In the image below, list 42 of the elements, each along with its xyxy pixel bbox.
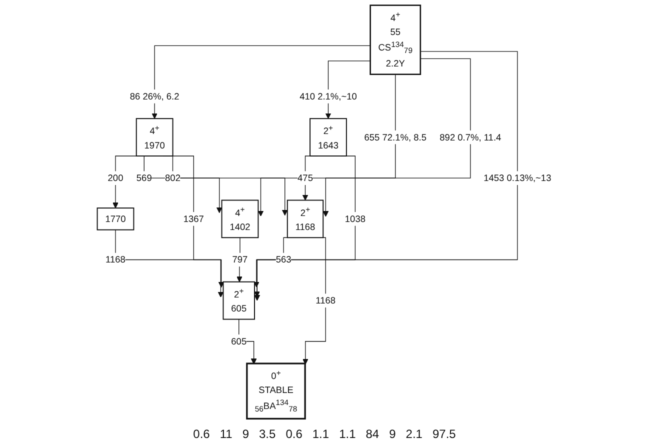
edge-label: 892 0.7%, 11.4	[440, 132, 502, 142]
intensity-label: 97.5	[432, 427, 456, 441]
arrow	[238, 318, 257, 364]
arrow	[258, 74, 396, 216]
arrow	[236, 237, 243, 282]
node-box: 2$^{+}$ 605	[223, 281, 256, 320]
edge-label: 1168	[316, 294, 336, 306]
edge-label: 802	[165, 172, 181, 184]
node-box: 2$^{+}$ 1168	[287, 200, 324, 238]
node-box: 1770	[97, 208, 134, 230]
intensity-label: 0.6	[286, 427, 302, 441]
edge-label: 569	[136, 172, 152, 184]
intensity-label: 9	[242, 427, 249, 441]
edge-label: 1168	[106, 254, 126, 265]
edge-label: 86 26%, 6.2	[130, 90, 180, 102]
edge-label: 797	[232, 254, 248, 265]
arrow	[172, 156, 224, 288]
intensity-label: 3.5	[259, 427, 276, 441]
edge-label: 200	[108, 172, 124, 184]
arrow	[115, 229, 224, 298]
intensity-label: 9	[389, 427, 396, 441]
edge-label: 1453 0.13%,~13	[484, 172, 552, 184]
arrow	[112, 156, 138, 208]
arrow	[254, 51, 518, 301]
arrow	[323, 58, 471, 217]
intensity-label: 1.1	[339, 427, 356, 441]
edge-label: 605	[231, 336, 247, 346]
intensity-label: 11	[220, 427, 232, 441]
edge-label: 1038	[345, 213, 366, 224]
intensity-label: 0.6	[193, 427, 210, 441]
intensity-label: 1.1	[312, 427, 330, 441]
edge-label: 1367	[184, 213, 204, 224]
edge-label: 563	[276, 254, 292, 265]
arrow	[302, 237, 326, 365]
node-box: 4$^{+}$ 1402	[222, 200, 259, 238]
edge-label: 475	[298, 172, 314, 184]
node-box: 2$^{+}$ 1643	[310, 118, 348, 156]
node-box: 4$^{+}$ 1970	[136, 118, 174, 156]
intensity-label: 84	[366, 427, 380, 441]
edge-label: 410 2.1%,~10	[300, 90, 358, 102]
edge-label: 655 72.1%, 8.5	[364, 132, 427, 142]
intensity-label: 2.1	[406, 427, 422, 441]
